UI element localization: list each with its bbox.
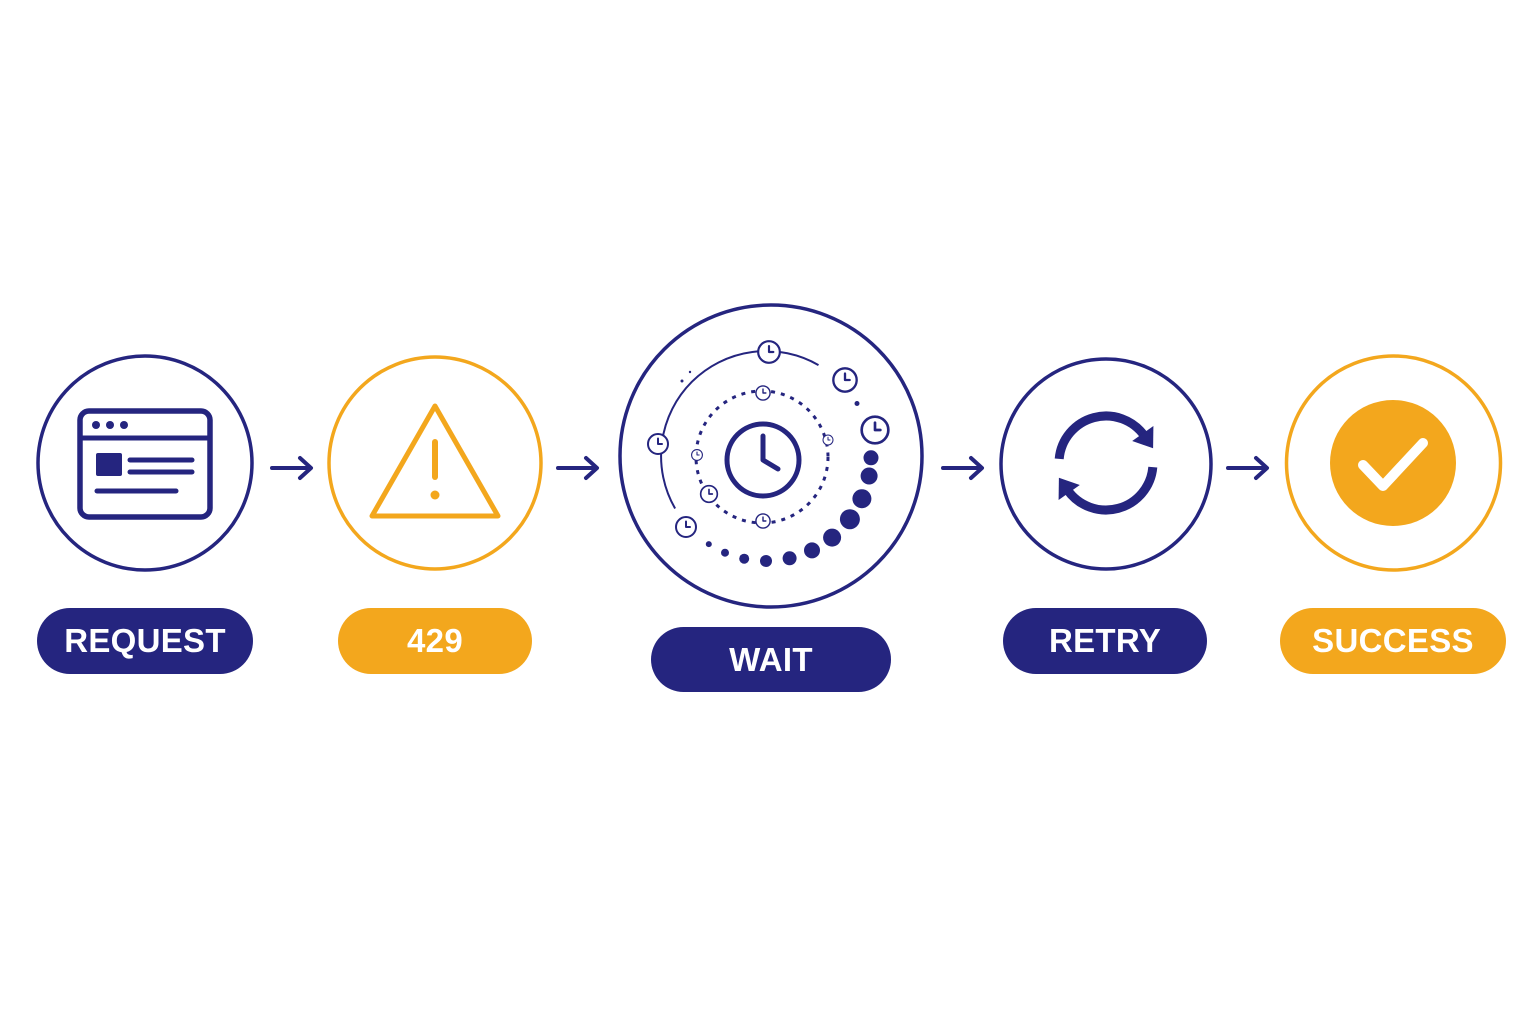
clock-icon <box>724 421 802 499</box>
mini-clock-icon <box>860 415 890 445</box>
arrow-right-icon <box>1226 456 1269 480</box>
arrow-right-icon <box>941 456 984 480</box>
mini-clock-icon <box>757 340 781 364</box>
browser-window-icon <box>77 408 213 520</box>
arrow-right-icon <box>270 456 313 480</box>
status-429-label: 429 <box>338 608 532 674</box>
retry-label: RETRY <box>1003 608 1207 674</box>
step-429 <box>327 355 543 571</box>
mini-clock-icon <box>647 433 669 455</box>
step-request <box>36 354 254 572</box>
request-circle <box>36 354 254 572</box>
step-wait <box>618 303 924 609</box>
mini-clock-icon <box>699 484 719 504</box>
mini-clock-icon <box>675 516 697 538</box>
mini-clock-icon <box>755 513 771 529</box>
wait-circle <box>618 303 924 609</box>
mini-clock-icon <box>822 434 834 446</box>
warning-triangle-icon <box>369 403 501 519</box>
check-circle-icon <box>1330 400 1456 526</box>
wait-label: WAIT <box>651 627 891 692</box>
error-circle <box>327 355 543 571</box>
mini-clock-icon <box>691 449 703 461</box>
success-circle <box>1284 354 1503 572</box>
arrow-right-icon <box>556 456 599 480</box>
mini-clock-icon <box>755 385 771 401</box>
request-label: REQUEST <box>37 608 253 674</box>
step-success <box>1284 354 1503 572</box>
retry-circle <box>999 357 1213 571</box>
success-label: SUCCESS <box>1280 608 1506 674</box>
progress-dots <box>680 370 879 567</box>
clock-orbit-icon <box>647 340 890 567</box>
refresh-icon <box>1054 411 1158 515</box>
mini-clock-icon <box>832 367 858 393</box>
step-retry <box>999 357 1213 571</box>
check-icon <box>1358 438 1428 491</box>
